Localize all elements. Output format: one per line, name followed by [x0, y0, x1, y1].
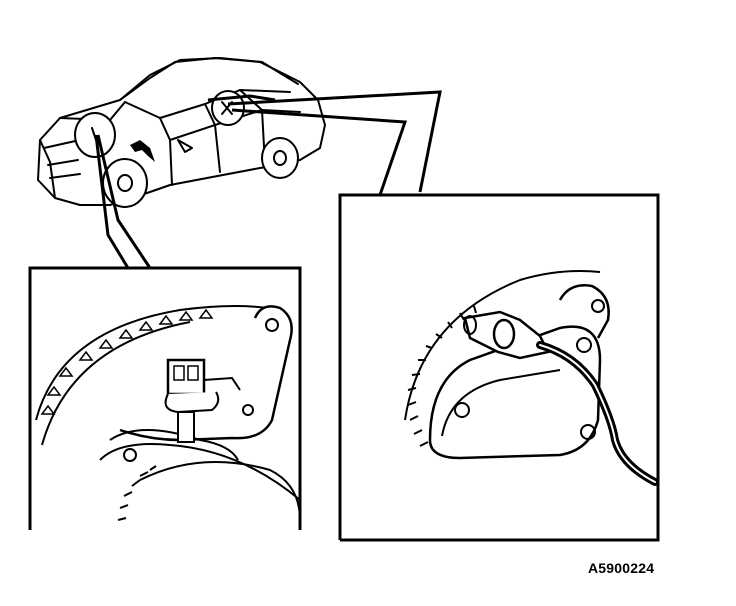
car-icon [37, 57, 326, 208]
figure-reference-code: A5900224 [588, 560, 655, 576]
car-sensor-cable [130, 140, 155, 162]
rear-callout-leader [227, 90, 442, 196]
front-callout-leader [94, 134, 152, 269]
front-abs-wheel-sensor-detail [28, 266, 302, 530]
rear-abs-wheel-sensor-detail [338, 193, 660, 542]
